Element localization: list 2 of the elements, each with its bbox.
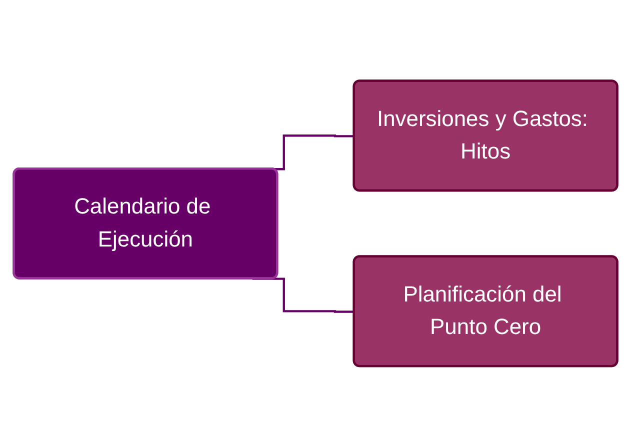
connector xyxy=(252,277,354,312)
flowchart: Inversiones y Gastos: Hitos Calendario de Ejecución Planificación del Punto Cero xyxy=(5,72,626,374)
